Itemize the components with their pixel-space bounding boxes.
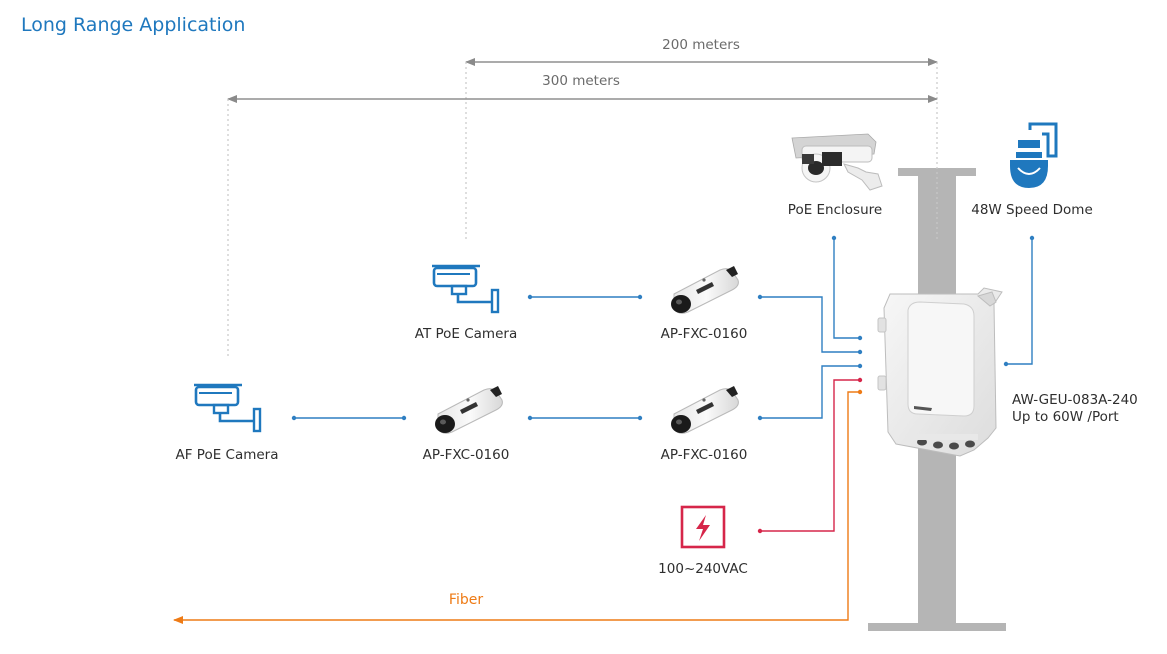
power-label: 100~240VAC xyxy=(658,561,748,577)
enclosure-camera-icon xyxy=(791,133,883,191)
at-camera-label: AT PoE Camera xyxy=(414,326,518,342)
switch-model-label: AW-GEU-083A-240 xyxy=(1012,392,1138,408)
distance-200-guide xyxy=(465,58,938,240)
switch-power-label: Up to 60W /Port xyxy=(1012,409,1119,425)
distance-200-label: 200 meters xyxy=(662,37,740,53)
distance-300-guide xyxy=(227,95,938,358)
af-camera-label: AF PoE Camera xyxy=(175,447,279,463)
media-converter-icon xyxy=(670,385,739,434)
ethernet-links xyxy=(294,238,1033,419)
power-link xyxy=(757,377,863,534)
speed-dome-icon xyxy=(1010,122,1058,188)
fxc-top-label: AP-FXC-0160 xyxy=(660,326,748,342)
af-camera-icon xyxy=(192,383,262,433)
distance-300-label: 300 meters xyxy=(542,73,620,89)
fiber-link xyxy=(173,389,863,624)
outdoor-switch-icon xyxy=(877,287,1003,457)
poe-enclosure-label: PoE Enclosure xyxy=(787,202,883,218)
power-icon xyxy=(680,505,726,549)
fxc-mid-right-label: AP-FXC-0160 xyxy=(660,447,748,463)
link-endpoints xyxy=(291,235,1035,421)
media-converter-icon xyxy=(434,385,503,434)
fiber-label: Fiber xyxy=(448,592,484,608)
page-title: Long Range Application xyxy=(21,14,246,36)
at-camera-icon xyxy=(430,264,500,314)
media-converter-icon xyxy=(670,265,739,314)
fxc-mid-left-label: AP-FXC-0160 xyxy=(422,447,510,463)
speed-dome-label: 48W Speed Dome xyxy=(971,202,1093,218)
